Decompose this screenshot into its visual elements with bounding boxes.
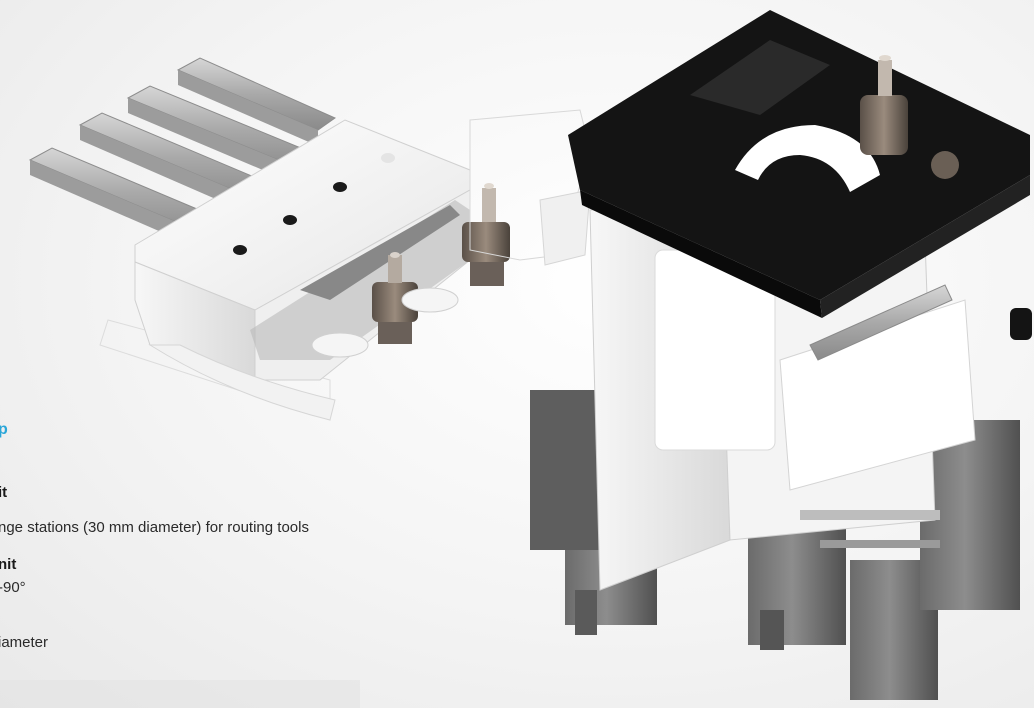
pneumatic-cylinder [28,57,337,255]
toolholder-cone [860,55,959,179]
tool-magazine [28,57,510,421]
unit-description: iameter [0,634,49,651]
unit-description: nge stations (30 mm diameter) for routin… [0,519,309,536]
toolholder-cone [462,183,510,286]
section-heading: p [0,421,8,438]
toolholder-cone [372,252,418,344]
black-top-plate [568,10,1030,318]
unit-title: it [0,484,8,501]
unit-description: -90° [0,579,26,596]
unit-title: nit [0,556,17,573]
router-head-unit [530,10,1032,700]
caption-panel: p it nge stations (30 mm diameter) for r… [0,421,309,651]
